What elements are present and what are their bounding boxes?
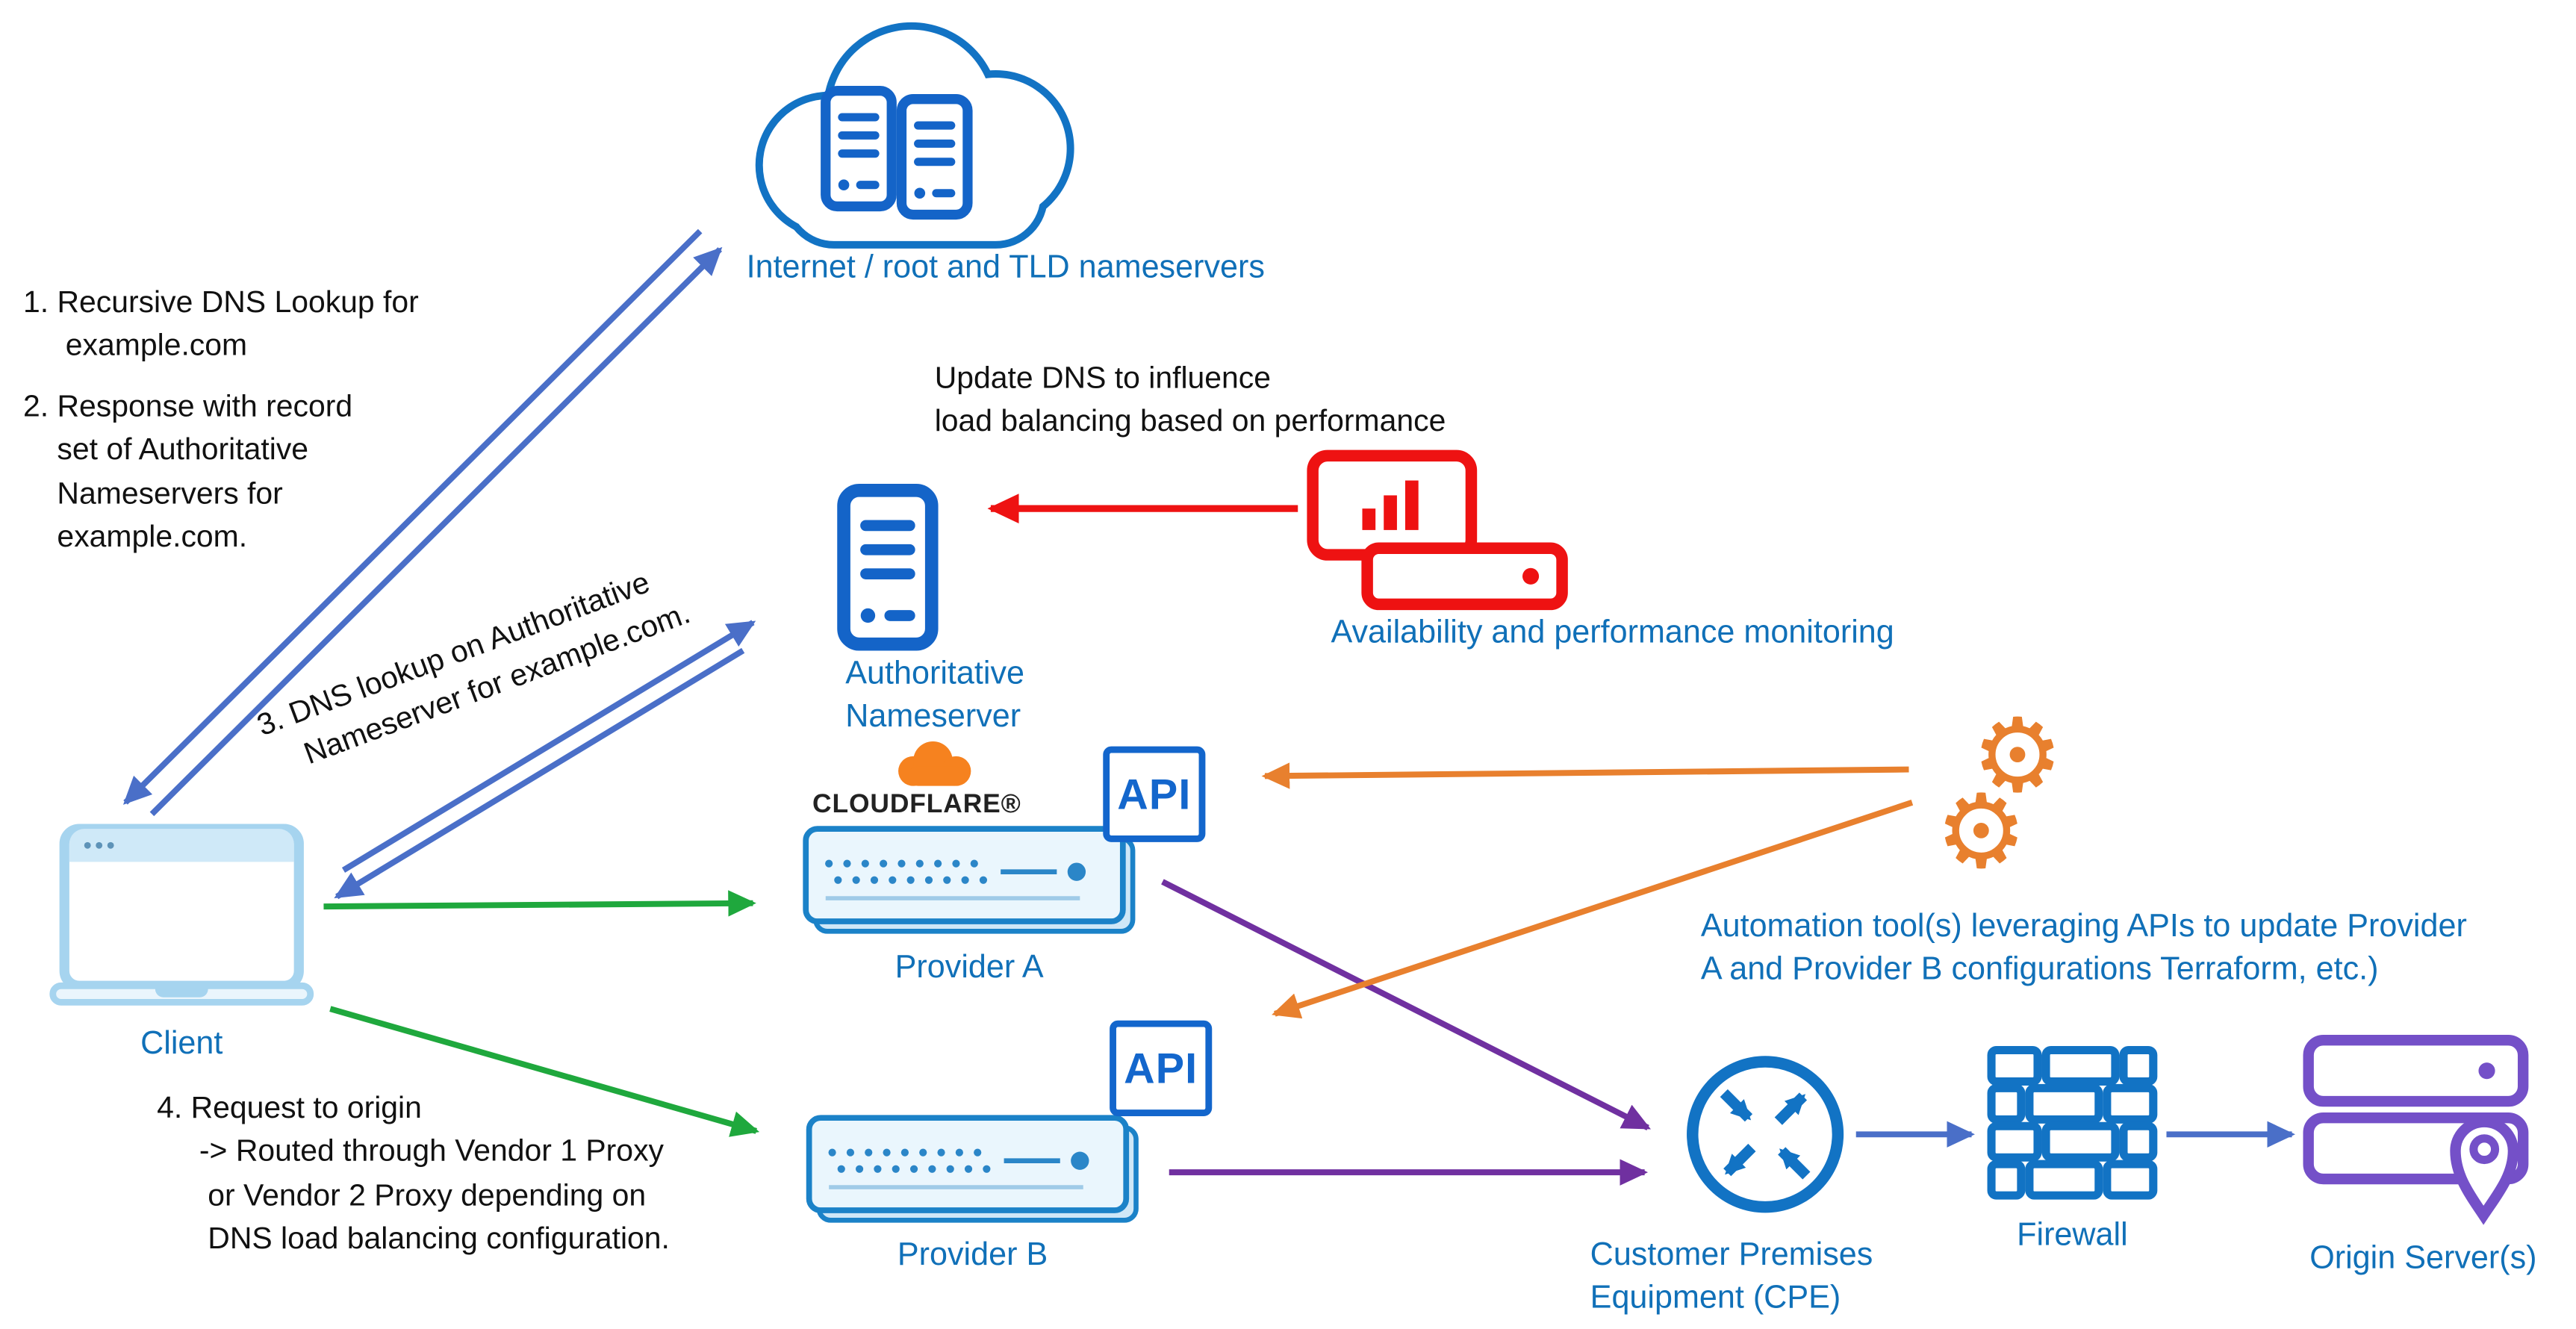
arrow-automation-to-api-b [1272,800,1914,1019]
provider-a-api-box: API [1103,746,1206,842]
automation-label: Automation tool(s) leveraging APIs to up… [1700,908,2467,987]
firewall-label: Firewall [2017,1216,2128,1254]
monitoring-label: Availability and performance monitoring [1331,614,1894,651]
provider-b-api-box: API [1110,1020,1213,1116]
provider-a-appliance-icon [806,829,1133,931]
arrow-client-to-provider-b [329,1006,760,1137]
firewall-icon [1987,1045,2158,1200]
provider-b-label: Provider B [897,1236,1048,1274]
arrow-provider-a-to-cpe [1161,879,1652,1131]
client-label: Client [140,1025,223,1062]
provider-b-appliance-icon [809,1118,1136,1220]
arrow-automation-to-api-a [1261,762,1909,789]
root-server-icon [826,91,892,207]
internet-cloud-icon [755,22,1074,249]
client-laptop-icon [49,824,314,1006]
internet-label: Internet / root and TLD nameservers [746,249,1265,286]
location-pin-icon [2450,1116,2519,1225]
gear-icon: ⚙ [1971,700,2064,815]
cloudflare-cloud-icon [898,741,971,786]
cpe-icon [1687,1056,1844,1213]
arrow-client-to-authns [341,620,756,873]
arrow-client-to-root [149,246,723,817]
authoritative-nameserver-icon [844,491,932,644]
authoritative-nameserver-label: Authoritative Nameserver [845,655,1025,735]
bar-chart-icon [1362,508,1376,530]
arrows [122,228,2295,1186]
step2-annotation: 2. Response with record set of Authorita… [22,388,353,553]
monitoring-icon [1307,449,1568,611]
cpe-label: Customer Premises Equipment (CPE) [1590,1236,1873,1316]
cloudflare-wordmark: CLOUDFLARE® [812,791,1021,819]
step4-annotation: 4. Request to origin -> Routed through V… [157,1089,670,1255]
step1-annotation: 1. Recursive DNS Lookup for example.com [22,284,419,362]
origin-servers-icon [2303,1035,2529,1225]
arrow-authns-to-client [334,647,745,900]
tld-server-icon [901,99,967,215]
origin-servers-label: Origin Server(s) [2309,1239,2537,1277]
gear-icon: ⚙ [1935,776,2027,890]
arrow-client-to-provider-a [323,890,756,917]
update-dns-annotation: Update DNS to influence load balancing b… [934,360,1446,438]
arrow-root-to-client [122,228,703,805]
provider-a-label: Provider A [895,949,1044,986]
